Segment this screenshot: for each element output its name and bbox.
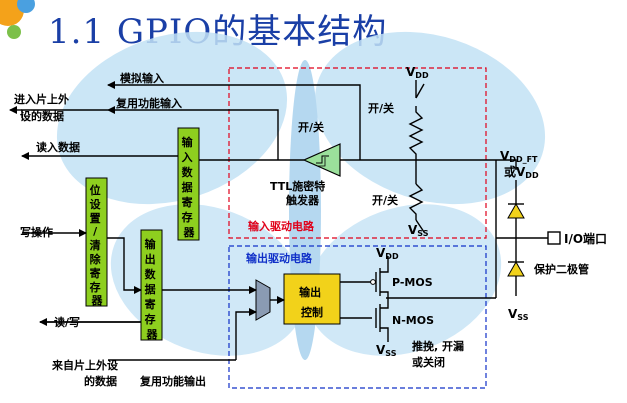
label-switch-bottom: 开/关: [372, 193, 398, 207]
pmos-gate-bubble: [370, 279, 376, 285]
output-driver-box: [228, 245, 487, 389]
label-switch-top: 开/关: [368, 101, 394, 115]
label-write-op: 写操作: [20, 225, 53, 239]
output-data-register: 输 出 数 据 寄 存 器: [140, 229, 163, 341]
label-protect-diode: 保护二极管: [533, 262, 589, 276]
label-pmos: P-MOS: [392, 276, 433, 289]
label-ttl-1: TTL施密特: [270, 179, 325, 193]
label-switch-mid: 开/关: [298, 120, 324, 134]
label-vss-output: VSS: [376, 343, 397, 358]
corner-decoration: [0, 0, 35, 39]
label-vss-input: VSS: [408, 223, 429, 238]
output-control-block: 输出 控制: [283, 273, 341, 325]
label-read-data: 读入数据: [36, 140, 80, 154]
input-data-register: 输 入 数 据 寄 存 器: [177, 127, 200, 241]
output-multiplexer: [255, 279, 271, 321]
label-ttl-2: 触发器: [285, 193, 320, 207]
label-input-driver: 输入驱动电路: [248, 219, 315, 233]
input-driver-box: [228, 67, 487, 239]
svg-text:位 设 置: 位 设 置 / 清 除 寄 存 器: [90, 183, 105, 307]
svg-text:输出 控制: 输出 控制: [299, 285, 325, 319]
label-read-write: 读/写: [54, 315, 80, 329]
circuit-wires: [9, 80, 548, 361]
svg-text:输 入 数: 输 入 数 据 寄 存 器: [182, 135, 197, 239]
label-alt-function-input: 复用功能输入: [115, 96, 182, 110]
bit-set-clear-register: 位 设 置 / 清 除 寄 存 器: [85, 177, 108, 307]
label-vdd-top: VDD: [406, 65, 429, 80]
svg-text:输 出 数: 输 出 数 据 寄 存 器: [145, 237, 160, 341]
reg-input-char: 输: [182, 135, 194, 149]
protection-diodes: [507, 202, 525, 277]
label-alt-function-output: 复用功能输出: [139, 374, 206, 388]
label-from-peripheral-2: 的数据: [84, 374, 117, 388]
label-analog-input: 模拟输入: [120, 71, 164, 85]
io-pin: [547, 231, 561, 245]
label-vdd-output: VDD: [376, 246, 399, 261]
label-output-driver: 输出驱动电路: [246, 251, 313, 265]
label-vddft-or: 或VDD: [504, 164, 539, 180]
label-mode-2: 或关闭: [412, 355, 445, 369]
label-io-pin: I/O端口: [564, 231, 607, 246]
label-vss-pin: VSS: [508, 307, 529, 322]
label-mode-1: 推挽, 开漏: [412, 339, 464, 353]
label-to-peripheral-1: 进入片上外: [14, 92, 69, 106]
label-to-peripheral-2: 设的数据: [20, 109, 64, 123]
label-from-peripheral-1: 来自片上外设: [51, 358, 119, 372]
label-vddft: VDD_FT: [500, 149, 538, 164]
label-nmos: N-MOS: [392, 314, 434, 327]
